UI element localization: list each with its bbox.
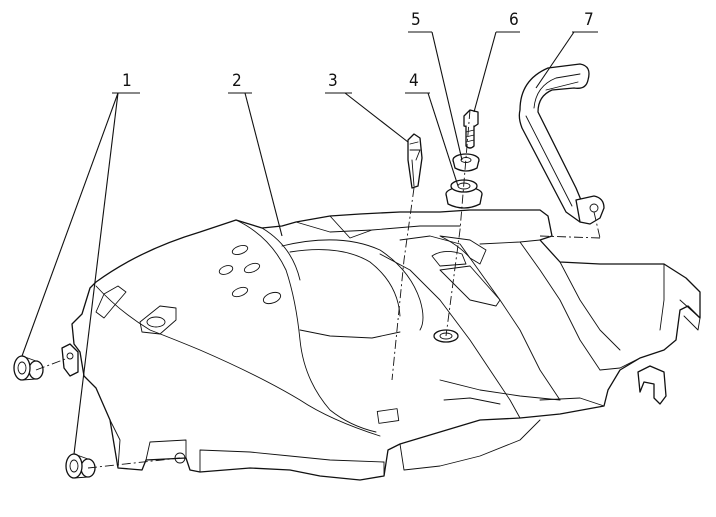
assembly-axis-lines	[35, 109, 601, 469]
edge-trim-seal	[518, 63, 605, 225]
grommet-upper	[13, 355, 44, 381]
clip-part	[407, 133, 423, 189]
leader-lines	[21, 31, 598, 455]
callout-4: 4	[409, 71, 419, 91]
bolt	[463, 109, 479, 149]
rubber-grommet	[445, 179, 483, 209]
washer	[452, 153, 480, 172]
callout-2: 2	[232, 71, 242, 91]
callout-7: 7	[584, 10, 594, 30]
cover-body	[61, 209, 701, 481]
grommet-lower	[65, 453, 96, 479]
callout-5: 5	[411, 10, 421, 30]
callout-3: 3	[328, 71, 338, 91]
callout-1: 1	[122, 71, 132, 91]
callout-6: 6	[509, 10, 519, 30]
